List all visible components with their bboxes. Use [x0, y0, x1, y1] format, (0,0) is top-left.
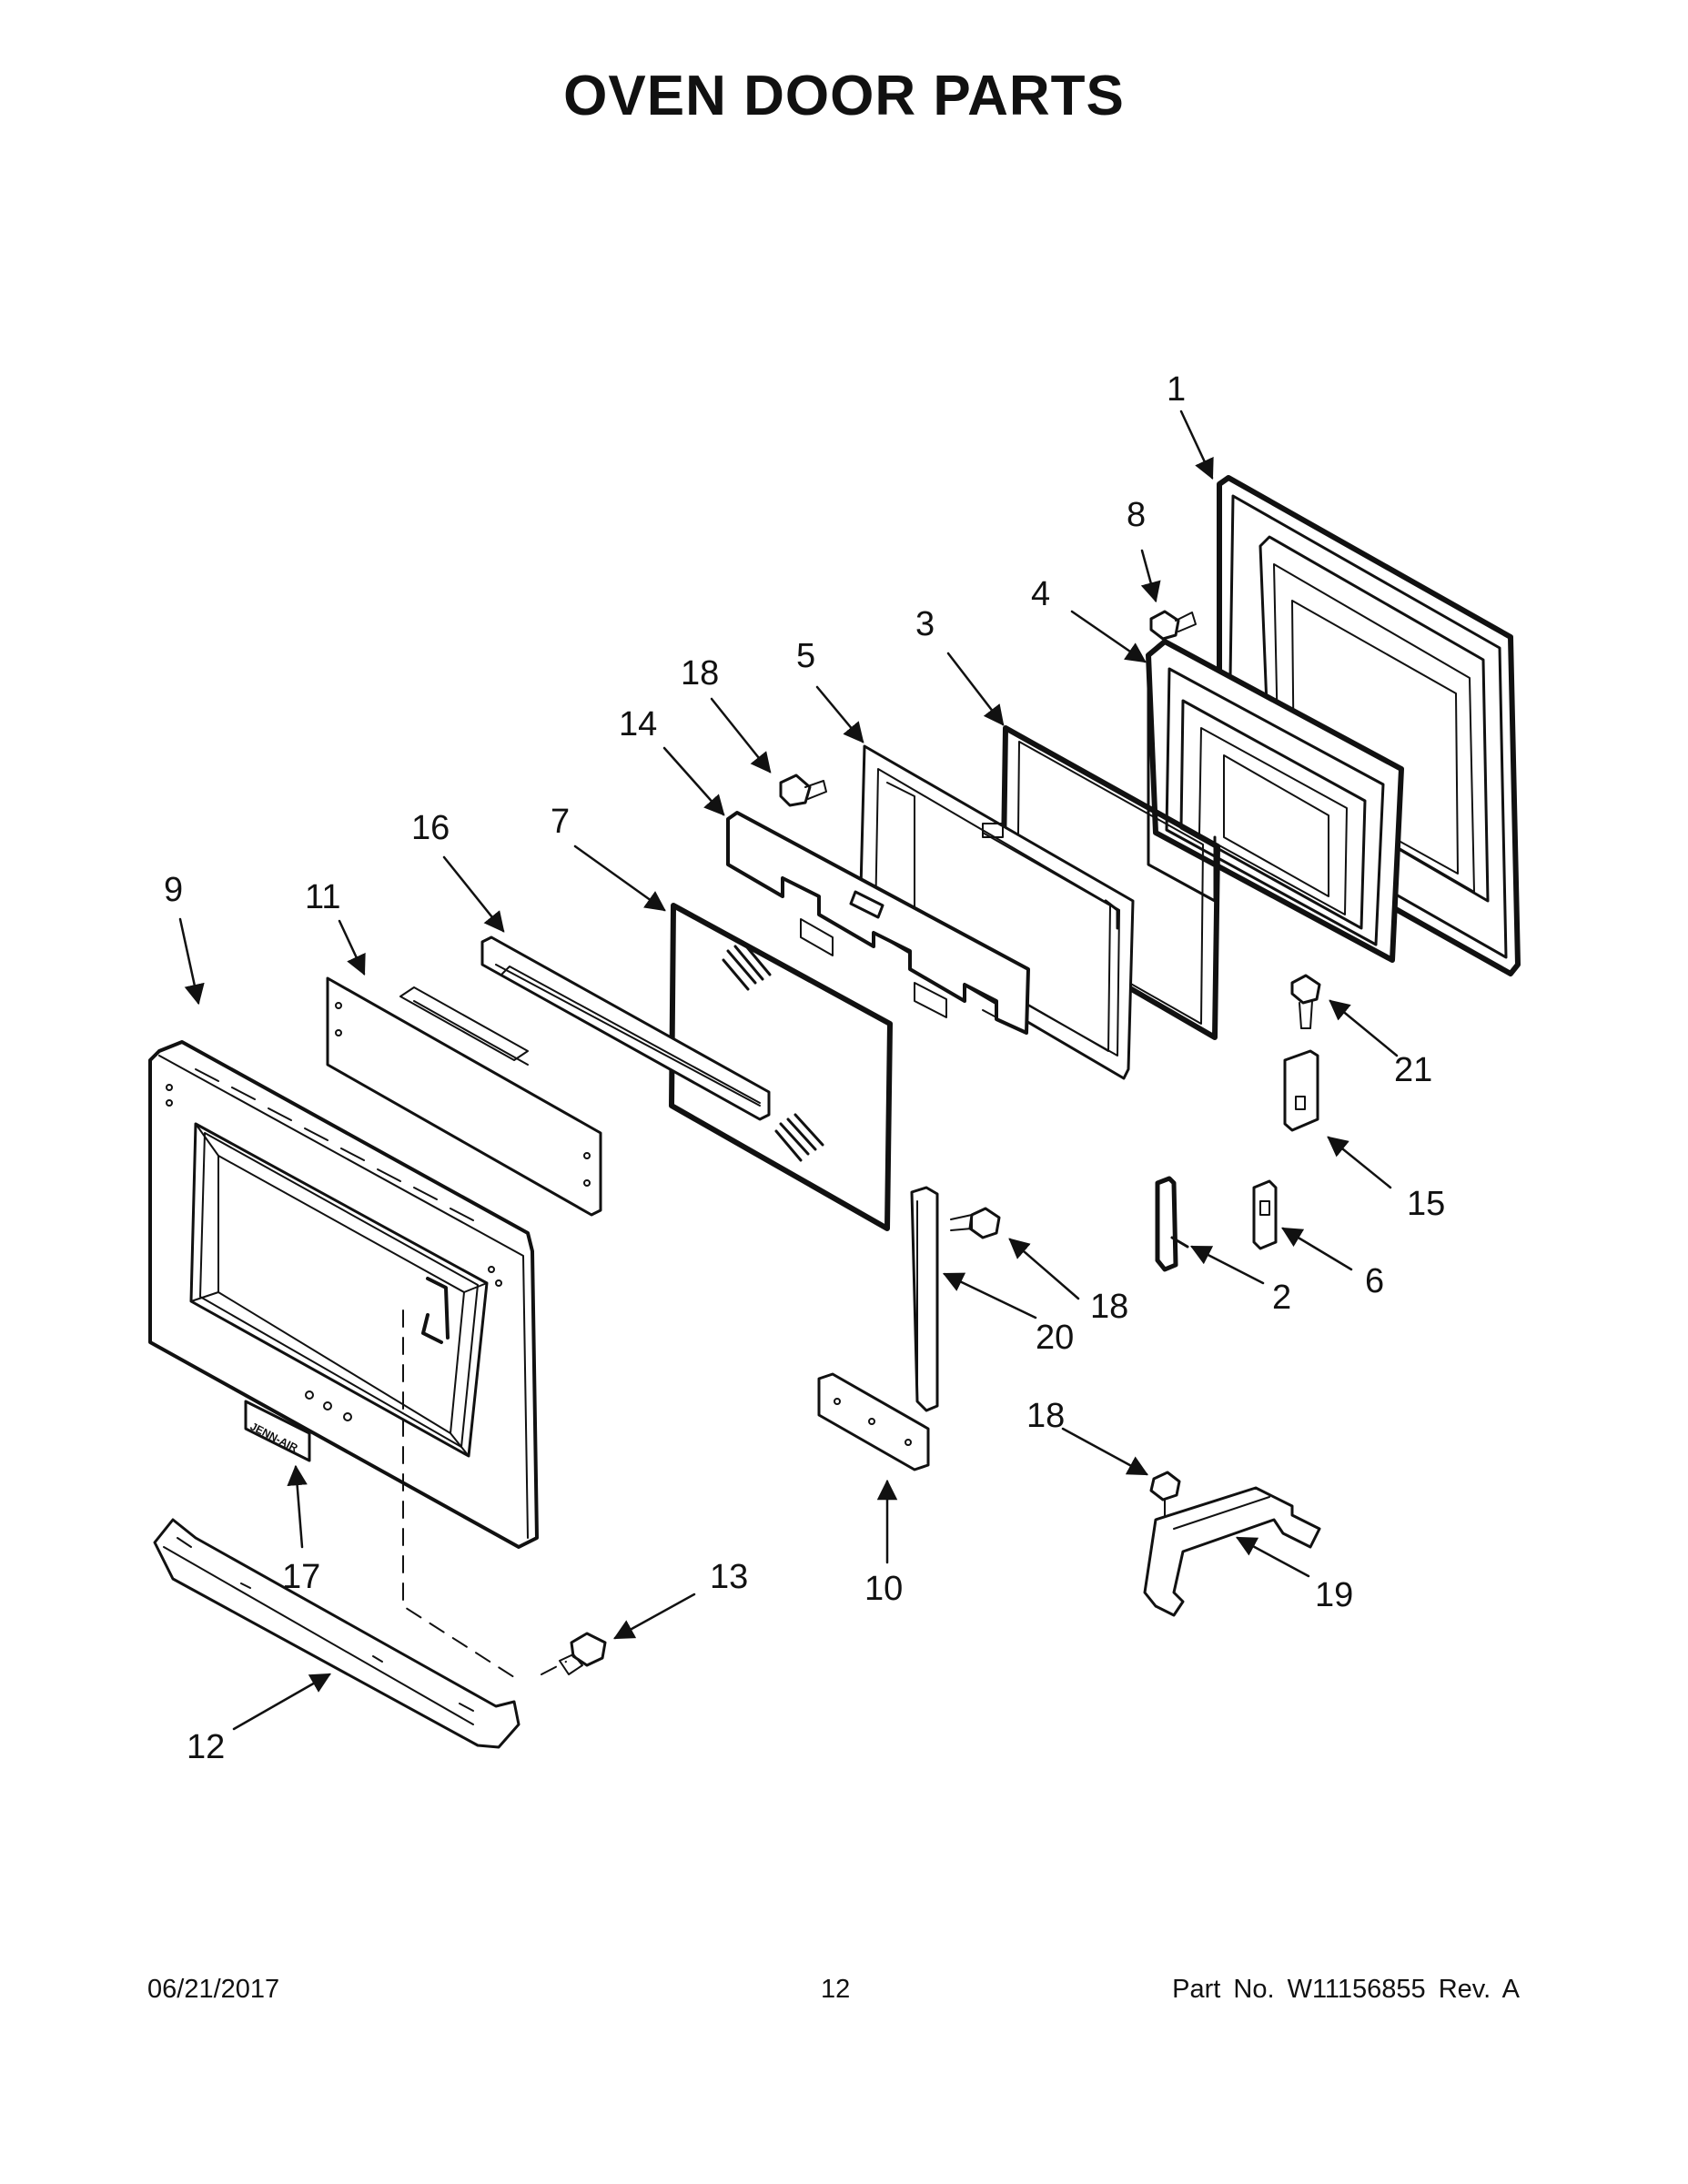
- page-title: OVEN DOOR PARTS: [563, 65, 1125, 127]
- callout-10: 10: [864, 1570, 903, 1608]
- part-6-clip: [1252, 1179, 1278, 1250]
- callout-16: 16: [411, 809, 450, 847]
- part-13-handle-screw: [559, 1632, 607, 1675]
- top-vent-slots: [195, 1068, 474, 1221]
- callout-20: 20: [1036, 1319, 1074, 1357]
- part-14-insulation-shield: [726, 811, 1030, 1035]
- assembly-dashed-lines: [402, 1309, 567, 1680]
- callout-leaders: [178, 410, 1399, 1731]
- callout-14: 14: [619, 705, 657, 743]
- callout-1: 1: [1167, 370, 1186, 409]
- part-19-hinge-arm: [1143, 1486, 1321, 1617]
- callout-2: 2: [1272, 1279, 1291, 1317]
- part-9-outer-door: [148, 1040, 539, 1549]
- part-21-screw: [1290, 974, 1321, 1029]
- callout-17: 17: [282, 1558, 320, 1596]
- callout-13: 13: [710, 1558, 748, 1596]
- part-2-hinge-receptacle: [1155, 1176, 1189, 1272]
- part-15-bracket: [1283, 1049, 1319, 1132]
- callout-11: 11: [305, 878, 340, 916]
- callout-4: 4: [1031, 575, 1050, 613]
- callout-9: 9: [164, 871, 183, 909]
- part-10-bracket-strip: [817, 1372, 930, 1471]
- footer-part-number: Part No. W11156855 Rev. A: [1172, 1975, 1520, 2004]
- callout-18: 18: [1026, 1397, 1065, 1435]
- footer-page-number: 12: [821, 1975, 851, 2004]
- part-17-brand-badge: [244, 1400, 311, 1462]
- footer-date: 06/21/2017: [147, 1975, 280, 2004]
- callout-5: 5: [796, 637, 815, 675]
- callout-18: 18: [1090, 1288, 1128, 1326]
- part-8-screw: [1149, 610, 1197, 641]
- part-18-screw-a: [779, 774, 827, 807]
- callout-7: 7: [551, 803, 570, 841]
- part-11-trim-plate: [326, 976, 602, 1217]
- callout-15: 15: [1407, 1185, 1445, 1223]
- part-20-hinge-bracket: [910, 1186, 939, 1412]
- callout-labels: 1 8 4 3 5 18 14 16 7 9 11 21 15 6 2 18 2…: [164, 370, 1445, 1766]
- callout-19: 19: [1315, 1576, 1353, 1614]
- callout-18: 18: [681, 654, 719, 693]
- part-12-handle: [153, 1518, 521, 1749]
- callout-6: 6: [1365, 1262, 1384, 1300]
- callout-8: 8: [1127, 496, 1146, 534]
- part-18-screw-b: [950, 1207, 1001, 1239]
- callout-3: 3: [915, 605, 935, 643]
- callout-21: 21: [1394, 1051, 1432, 1089]
- callout-12: 12: [187, 1728, 225, 1766]
- part-16-channel: [480, 935, 771, 1121]
